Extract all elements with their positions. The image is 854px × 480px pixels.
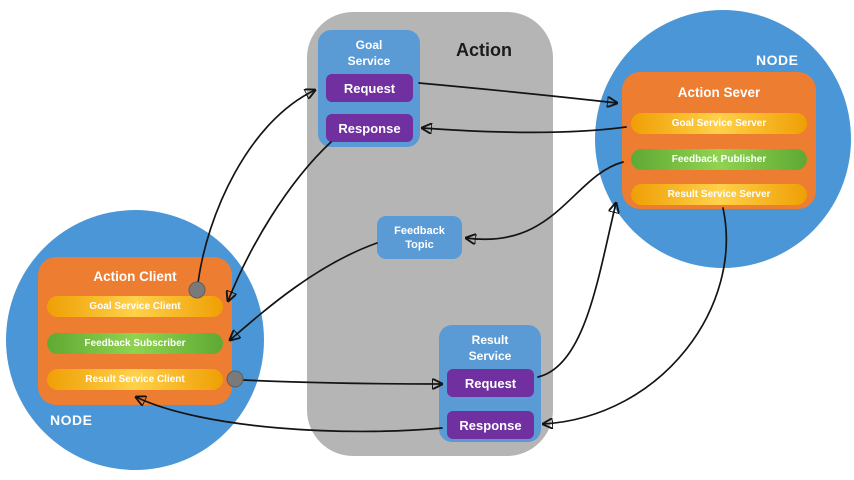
feedback-topic-box: Feedback Topic bbox=[377, 216, 462, 259]
feedback-subscriber-pill: Feedback Subscriber bbox=[47, 333, 223, 354]
client-node-label: NODE bbox=[50, 412, 93, 428]
result-service-label-line1: Result bbox=[471, 333, 509, 347]
action-server-title: Action Sever bbox=[677, 85, 761, 100]
goal-request-button: Request bbox=[326, 74, 413, 102]
result-service-server-pill: Result Service Server bbox=[631, 184, 807, 205]
result-service-client-pill: Result Service Client bbox=[47, 369, 223, 390]
result-service-label: Result Service bbox=[439, 332, 541, 364]
goal-service-label-line1: Goal bbox=[355, 38, 383, 52]
feedback-topic-label-line2: Topic bbox=[405, 238, 434, 251]
action-panel-title: Action bbox=[456, 40, 512, 60]
result-request-button: Request bbox=[447, 369, 534, 397]
goal-response-button: Response bbox=[326, 114, 413, 142]
result-response-button: Response bbox=[447, 411, 534, 439]
action-client-title: Action Client bbox=[93, 269, 177, 284]
goal-service-client-pill: Goal Service Client bbox=[47, 296, 223, 317]
result-service-label-line2: Service bbox=[468, 349, 512, 363]
goal-service-label: Goal Service bbox=[318, 37, 420, 69]
feedback-publisher-pill: Feedback Publisher bbox=[631, 149, 807, 170]
feedback-topic-label-line1: Feedback bbox=[394, 224, 445, 237]
goal-service-label-line2: Service bbox=[347, 54, 391, 68]
server-node-label: NODE bbox=[756, 52, 799, 68]
goal-service-server-pill: Goal Service Server bbox=[631, 113, 807, 134]
